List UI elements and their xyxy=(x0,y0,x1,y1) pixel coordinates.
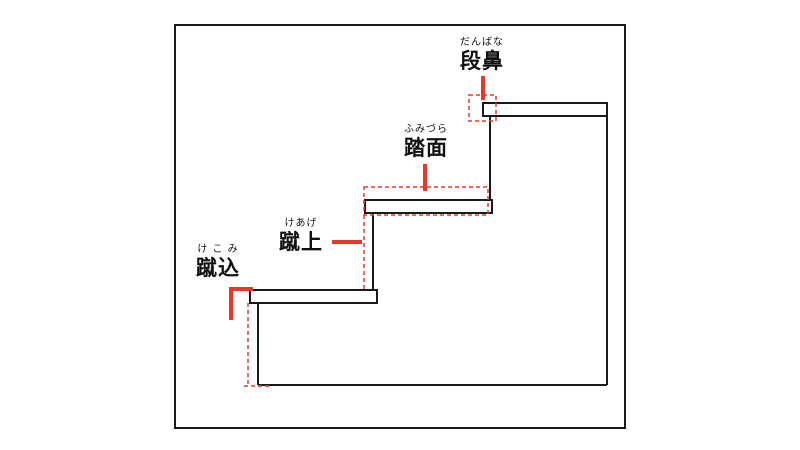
bottom-tread-board xyxy=(249,289,378,304)
label-riser-height-kanji: 蹴上 xyxy=(279,229,323,254)
label-tread-kana: ふみづら xyxy=(404,124,448,135)
red-pointers xyxy=(229,76,485,320)
label-nosing-kana: だんばな xyxy=(460,37,504,48)
nosing-highlight-box xyxy=(468,94,497,122)
red-dashed-guides xyxy=(244,94,497,387)
label-riser-height: けあげ 蹴上 xyxy=(256,218,346,254)
label-kick-space-kanji: 蹴込 xyxy=(196,255,240,280)
label-tread: ふみづら 踏面 xyxy=(381,124,471,160)
tread-highlight-box xyxy=(363,186,489,216)
label-riser-height-kana: けあげ xyxy=(284,218,318,229)
label-nosing-kanji: 段鼻 xyxy=(460,48,504,73)
label-tread-kanji: 踏面 xyxy=(404,135,448,160)
label-kick-space: け こ み 蹴込 xyxy=(173,244,263,280)
stairs-outline xyxy=(249,102,608,386)
diagram-frame xyxy=(174,24,626,429)
label-nosing: だんばな 段鼻 xyxy=(437,37,527,73)
middle-tread-board xyxy=(364,199,493,214)
label-kick-space-kana: け こ み xyxy=(197,244,239,255)
top-tread-board xyxy=(482,102,608,117)
kick-space-pointer xyxy=(229,287,253,320)
